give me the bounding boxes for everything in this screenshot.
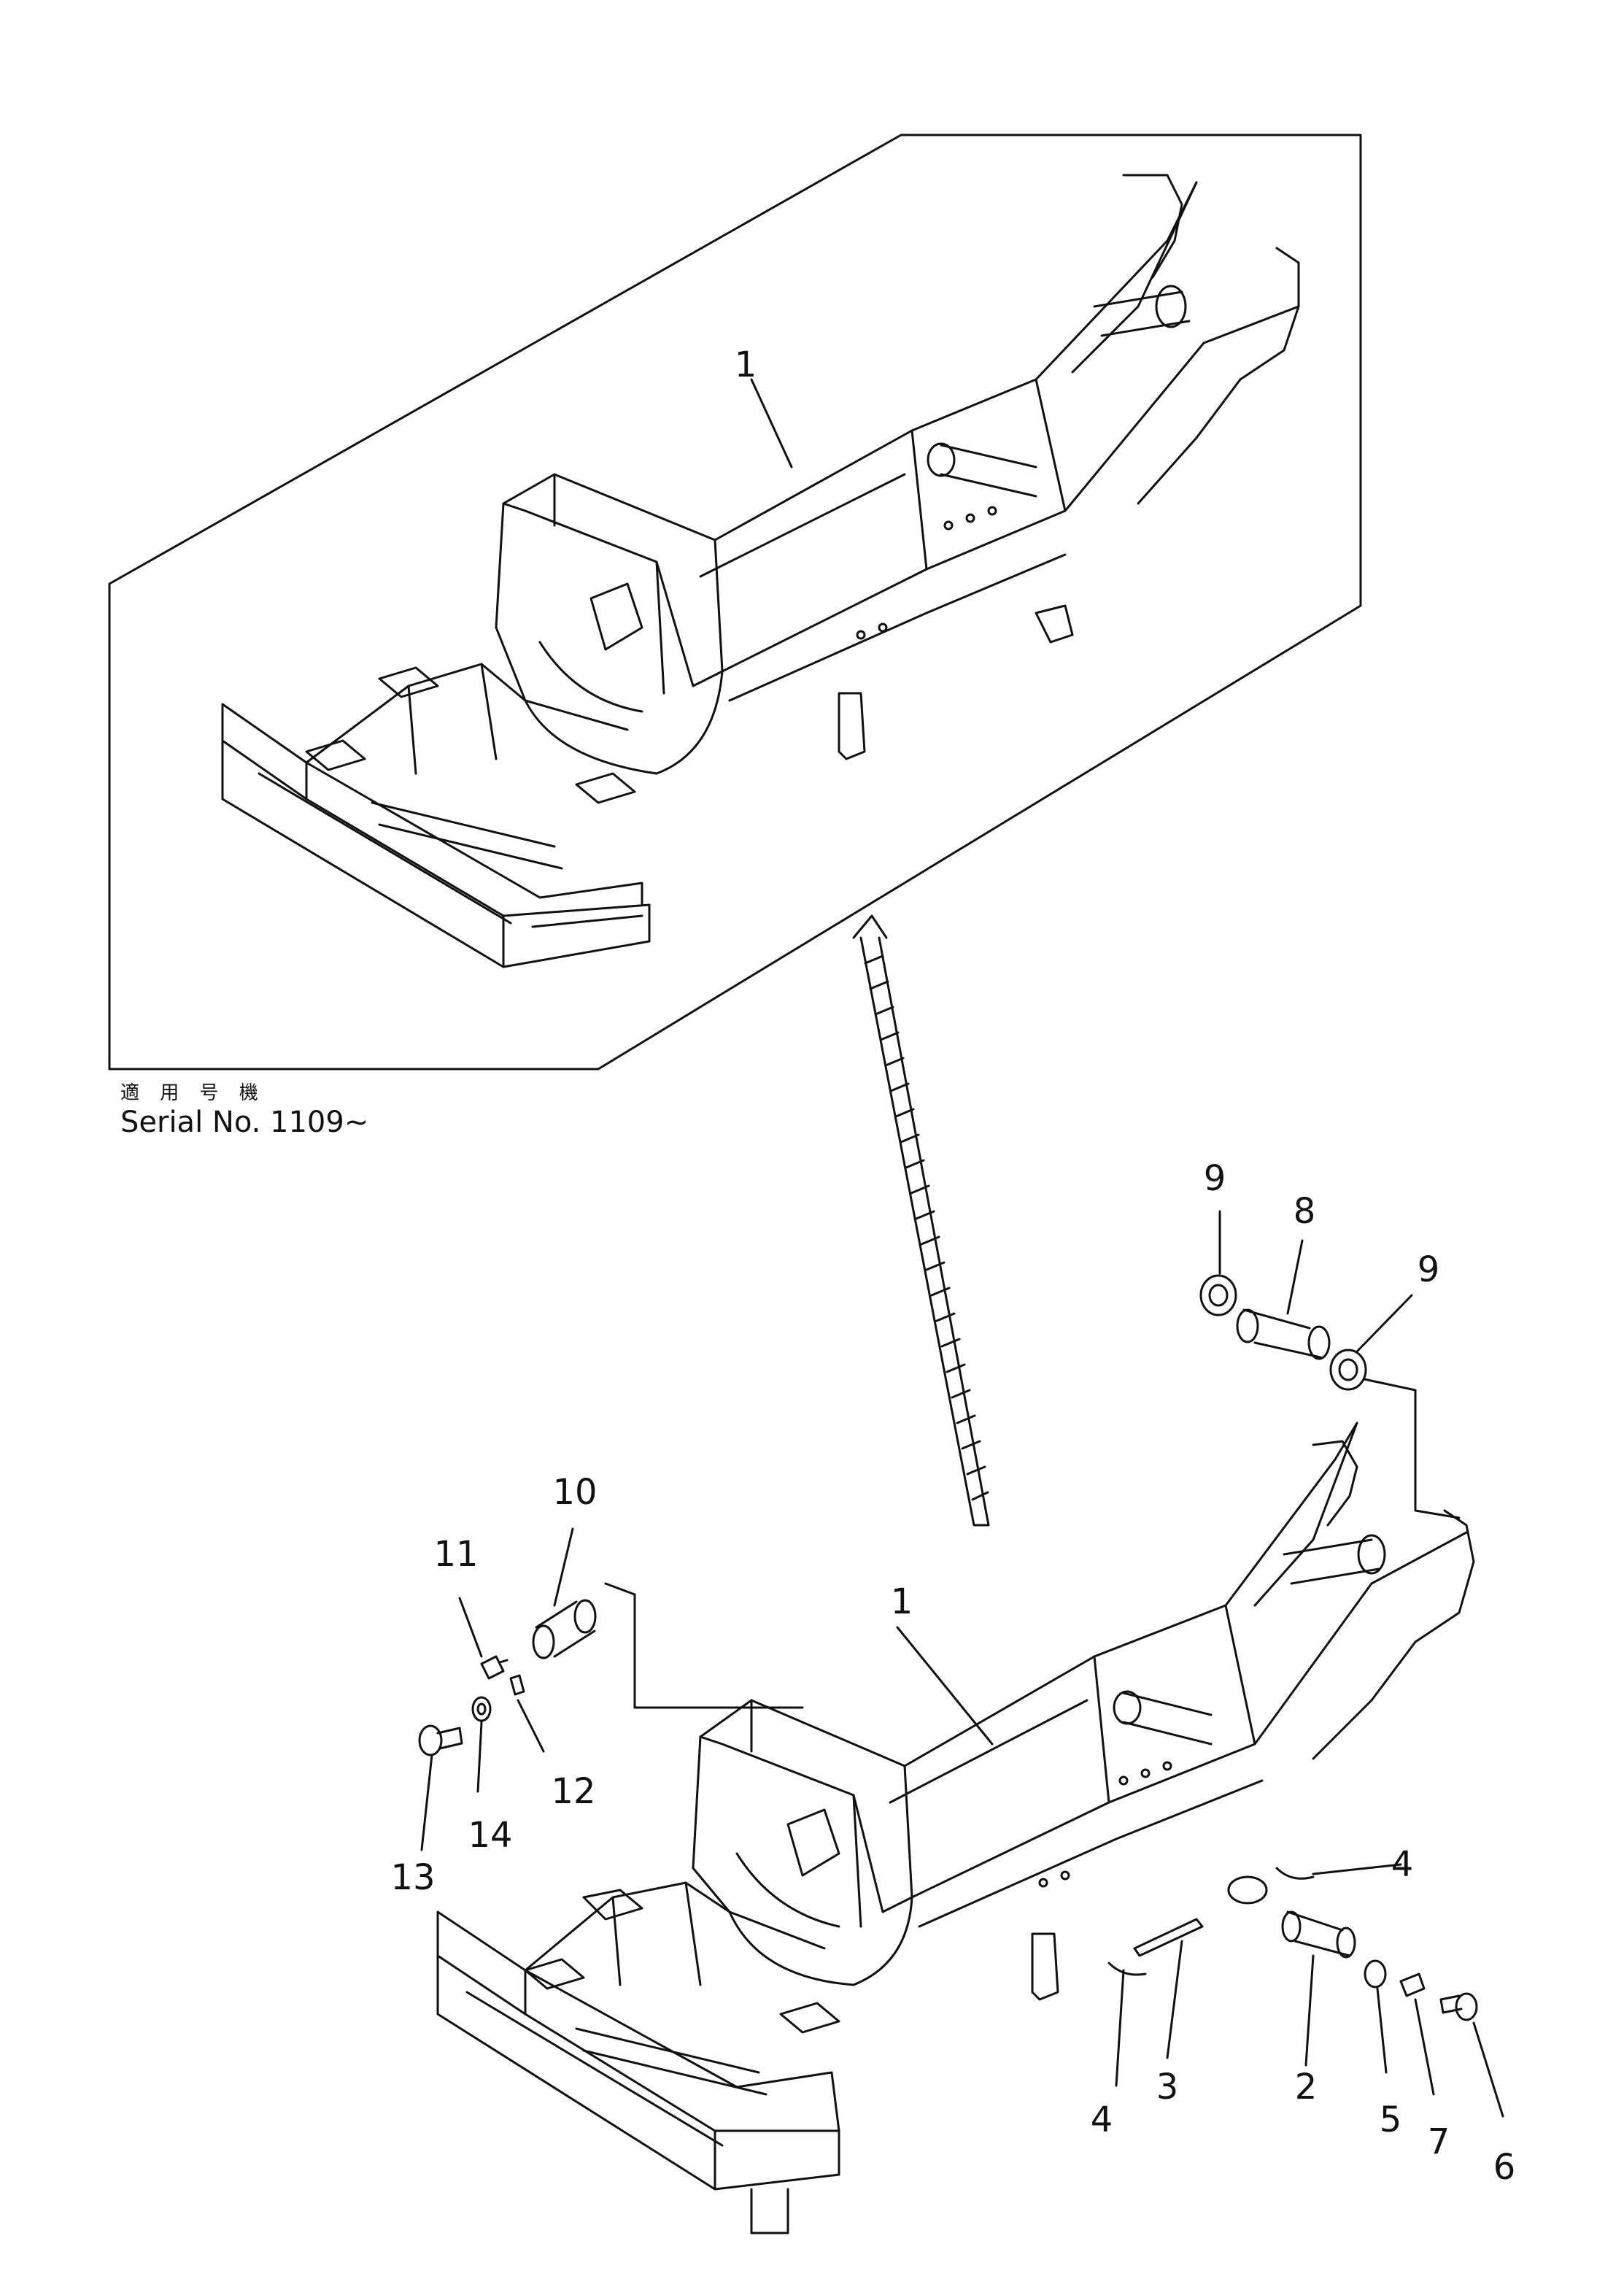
- callout-9-left: 9: [1203, 1158, 1226, 1199]
- lower-main-frame: [436, 1422, 1475, 2234]
- pin-2: [1281, 1910, 1356, 1959]
- upper-main-frame: [221, 174, 1300, 968]
- callout-3: 3: [1156, 2067, 1179, 2107]
- callout-4-left: 4: [1090, 2099, 1113, 2140]
- lock-pin-4-left: [1107, 1962, 1147, 1976]
- serial-note: 適 用 号 機 Serial No. 1109~: [120, 1082, 368, 1140]
- callout-7: 7: [1427, 2121, 1450, 2162]
- bolt-6: [1439, 1992, 1478, 2021]
- serial-japanese: 適 用 号 機: [120, 1082, 266, 1104]
- bolt-13: [418, 1724, 463, 1756]
- callout-4-right: 4: [1391, 1844, 1414, 1885]
- bushing-9-left: [1199, 1274, 1237, 1316]
- plate-12: [509, 1674, 525, 1696]
- callout-11: 11: [433, 1534, 479, 1575]
- pin-3: [1133, 1918, 1204, 1957]
- washer-5: [1364, 1959, 1387, 1989]
- callout-9-right: 9: [1417, 1249, 1440, 1290]
- callout-6: 6: [1493, 2147, 1516, 2188]
- washer-14: [471, 1696, 492, 1722]
- callout-lower-1: 1: [890, 1581, 913, 1622]
- callout-5: 5: [1379, 2099, 1402, 2140]
- callout-10: 10: [552, 1472, 598, 1513]
- lock-pin-4-right: [1275, 1867, 1315, 1880]
- pin-8: [1236, 1308, 1331, 1360]
- callout-14: 14: [468, 1815, 513, 1856]
- hatched-arrow: [852, 914, 990, 1527]
- pin-10: [532, 1599, 597, 1659]
- callout-upper-1: 1: [734, 344, 757, 385]
- serial-number: Serial No. 1109~: [120, 1106, 369, 1140]
- callout-12: 12: [551, 1771, 596, 1812]
- callout-8: 8: [1293, 1191, 1316, 1232]
- plate-7: [1399, 1972, 1426, 1997]
- fitting-11: [480, 1655, 509, 1680]
- inset-frame: [108, 134, 1362, 1071]
- callout-13: 13: [390, 1857, 436, 1898]
- bushing-9-right: [1329, 1349, 1367, 1391]
- callout-2: 2: [1294, 2067, 1318, 2107]
- leader-lines: [420, 1210, 1504, 2118]
